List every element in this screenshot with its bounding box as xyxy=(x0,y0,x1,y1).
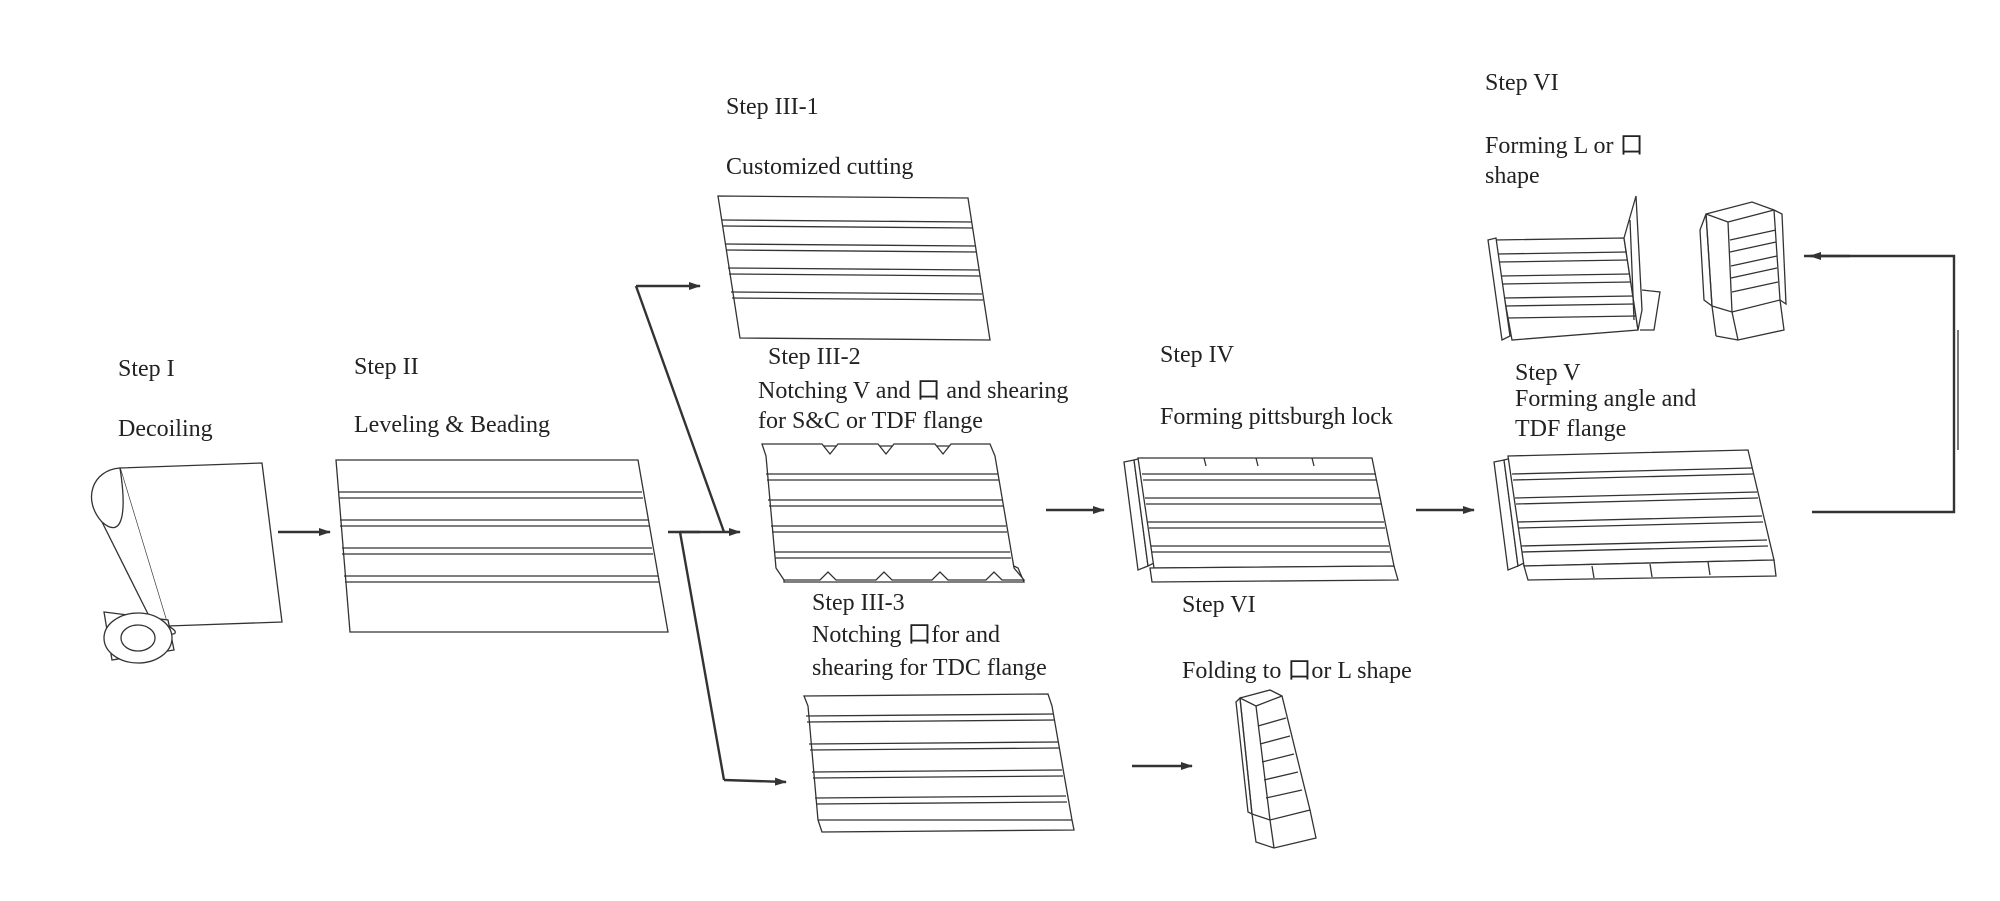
step-3-3-description-line-2: shearing for TDC flange xyxy=(812,655,1047,681)
step-6-bottom-title: Step VI xyxy=(1182,592,1256,618)
step-6-bottom-description: Folding to 口or L shape xyxy=(1182,658,1412,684)
notched-sheet-v xyxy=(761,443,1026,583)
step-3-2-description-line-1: Notching V and 口 and shearing xyxy=(758,378,1068,404)
flow-arrows xyxy=(278,252,1959,786)
box-duct-bottom xyxy=(1235,689,1317,849)
step-3-1-description: Customized cutting xyxy=(726,154,913,180)
labels: Step I Decoiling Step II Leveling & Bead… xyxy=(118,70,1696,684)
step-3-2-title: Step III-2 xyxy=(768,344,861,370)
step-6-top-description-line-2: shape xyxy=(1485,163,1540,189)
connector-step5-to-step6 xyxy=(1804,254,1956,514)
pittsburgh-lock-sheet xyxy=(1123,457,1399,583)
step-1-description: Decoiling xyxy=(118,416,213,442)
connector-trunk-lower xyxy=(678,531,726,781)
step-5-description-line-1: Forming angle and xyxy=(1515,386,1696,412)
step-6-top-description-line-1: Forming L or 口 xyxy=(1485,133,1643,159)
step-4-description: Forming pittsburgh lock xyxy=(1160,404,1393,430)
notched-sheet-tdc xyxy=(803,693,1075,833)
step-5-description-line-2: TDF flange xyxy=(1515,416,1626,442)
angle-flange-sheet xyxy=(1493,449,1777,581)
box-duct-top xyxy=(1699,201,1787,341)
step-3-3-description-line-1: Notching 口for and xyxy=(812,622,1000,648)
step-3-2-description-line-2: for S&C or TDF flange xyxy=(758,408,983,434)
beaded-sheet xyxy=(335,459,669,633)
step-5-title: Step V xyxy=(1515,360,1581,386)
step-3-1-title: Step III-1 xyxy=(726,94,819,120)
l-shape-duct xyxy=(1487,195,1661,341)
step-2-description: Leveling & Beading xyxy=(354,412,550,438)
arrow-to-step3-3 xyxy=(723,777,787,786)
step-4-title: Step IV xyxy=(1160,342,1235,368)
cut-sheet xyxy=(717,195,991,341)
step-1-title: Step I xyxy=(118,356,175,382)
step-6-top-title: Step VI xyxy=(1485,70,1559,96)
step-3-3-title: Step III-3 xyxy=(812,590,905,616)
coil-illustration xyxy=(90,462,283,664)
step-2-title: Step II xyxy=(354,354,419,380)
connector-trunk-upper xyxy=(634,285,726,533)
